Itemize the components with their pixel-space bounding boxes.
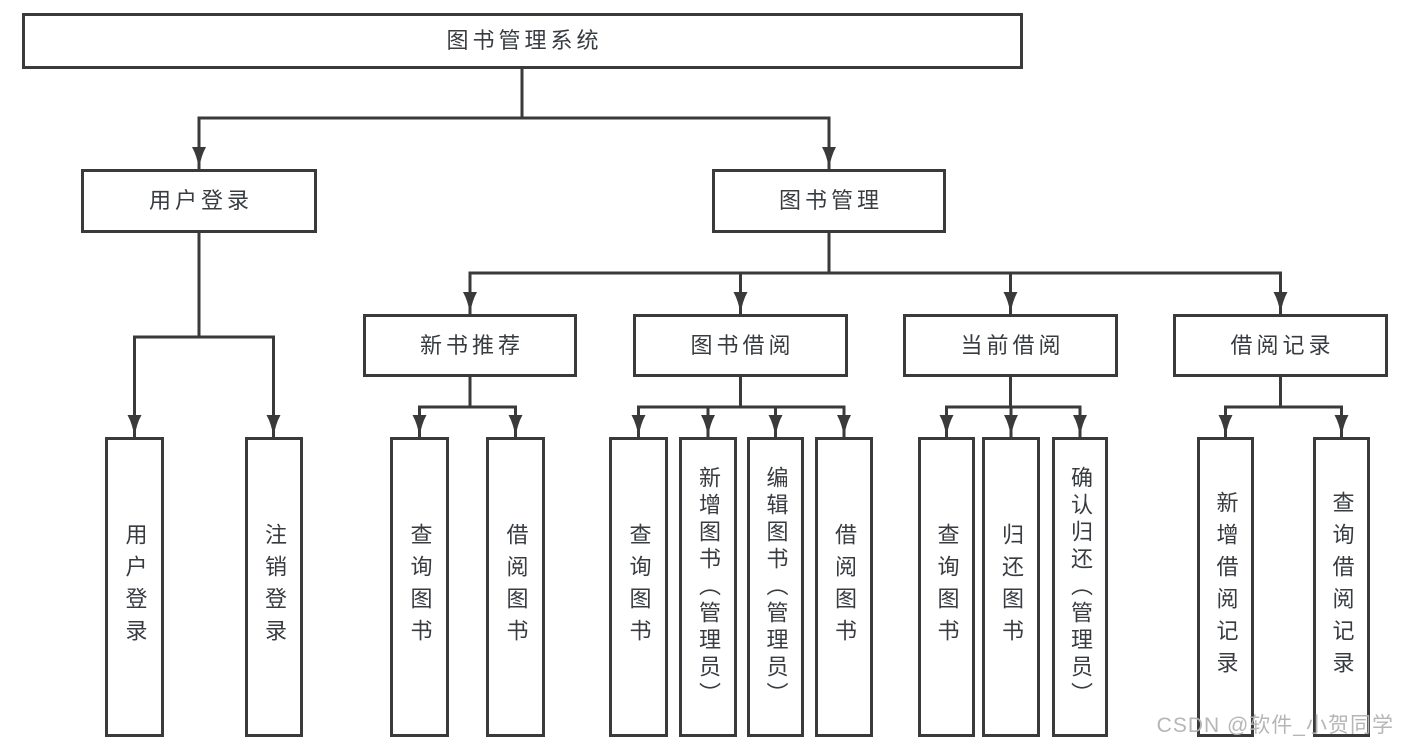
node-user-login-label: 用户登录 xyxy=(148,188,253,213)
node-user-login: 用户登录 xyxy=(81,169,317,233)
node-logout-label: 注销登录 xyxy=(262,523,287,651)
node-records-add-record: 新增借阅记录 xyxy=(1197,437,1254,737)
node-borrow-add-books-admin: 新增图书（管理员） xyxy=(679,437,737,737)
node-current-confirm-return-admin: 确认归还（管理员） xyxy=(1052,437,1108,737)
node-borrow-borrow-books-label: 借阅图书 xyxy=(832,523,857,651)
node-records-add-record-label: 新增借阅记录 xyxy=(1213,491,1239,683)
node-library-system: 图书管理系统 xyxy=(22,13,1023,69)
node-borrow-edit-books-admin-label: 编辑图书（管理员） xyxy=(763,465,789,709)
node-borrow-records-label: 借阅记录 xyxy=(1230,332,1335,358)
node-logout: 注销登录 xyxy=(245,437,303,737)
node-records-query-record-label: 查询借阅记录 xyxy=(1329,491,1355,683)
node-borrow-query-books-label: 查询图书 xyxy=(626,523,652,651)
csdn-watermark: CSDN @软件_小贺同学 xyxy=(1156,714,1394,737)
node-login-label: 用户登录 xyxy=(122,523,148,651)
node-records-query-record: 查询借阅记录 xyxy=(1313,437,1370,737)
node-current-borrow-label: 当前借阅 xyxy=(960,332,1065,358)
connector-book-management-to-level3 xyxy=(463,233,1288,314)
node-recommend-query-books-label: 查询图书 xyxy=(407,523,433,651)
node-current-confirm-return-admin-label: 确认归还（管理员） xyxy=(1068,465,1093,709)
node-borrow-query-books: 查询图书 xyxy=(609,437,668,737)
connector-book-borrow-to-children xyxy=(631,377,851,437)
connector-user-login-to-children xyxy=(127,233,281,437)
connector-root-to-level2 xyxy=(192,69,836,169)
node-new-book-recommend-label: 新书推荐 xyxy=(419,332,524,358)
node-current-query-books-label: 查询图书 xyxy=(934,523,960,651)
node-recommend-borrow-books-label: 借阅图书 xyxy=(503,523,529,651)
node-current-borrow: 当前借阅 xyxy=(903,314,1118,377)
node-current-query-books: 查询图书 xyxy=(918,437,975,737)
node-recommend-query-books: 查询图书 xyxy=(390,437,449,737)
node-book-management: 图书管理 xyxy=(712,169,946,233)
node-library-system-label: 图书管理系统 xyxy=(446,28,603,53)
node-borrow-records: 借阅记录 xyxy=(1173,314,1388,377)
node-recommend-borrow-books: 借阅图书 xyxy=(486,437,545,737)
node-current-return-books: 归还图书 xyxy=(982,437,1040,737)
node-borrow-borrow-books: 借阅图书 xyxy=(815,437,873,737)
node-book-management-label: 图书管理 xyxy=(778,188,883,213)
node-login: 用户登录 xyxy=(105,437,164,737)
node-book-borrow: 图书借阅 xyxy=(633,314,848,377)
connector-new-book-recommend-to-children xyxy=(412,377,523,437)
node-book-borrow-label: 图书借阅 xyxy=(690,332,795,358)
node-current-return-books-label: 归还图书 xyxy=(999,523,1024,651)
connector-current-borrow-to-children xyxy=(939,377,1087,437)
node-borrow-edit-books-admin: 编辑图书（管理员） xyxy=(747,437,804,737)
node-new-book-recommend: 新书推荐 xyxy=(363,314,577,377)
connector-borrow-records-to-children xyxy=(1218,377,1349,437)
node-borrow-add-books-admin-label: 新增图书（管理员） xyxy=(696,465,721,709)
